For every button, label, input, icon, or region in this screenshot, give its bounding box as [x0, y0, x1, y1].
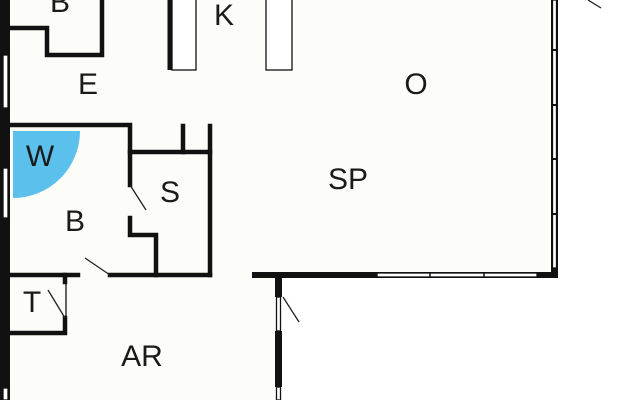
room-label-o: O: [404, 68, 427, 101]
window: [2, 167, 9, 219]
office-walls: [252, 0, 602, 400]
door[interactable]: [587, 0, 602, 9]
door[interactable]: [47, 289, 66, 319]
room-label-k: K: [214, 0, 234, 32]
door[interactable]: [129, 184, 147, 211]
room-label-b-bath: B: [65, 205, 85, 238]
room-label-e: E: [78, 68, 98, 101]
toilet-walls: [7, 272, 68, 336]
kitchen-counters: [167, 0, 293, 71]
room-label-t: T: [23, 286, 41, 319]
door[interactable]: [84, 257, 111, 276]
room-label-ar: AR: [121, 340, 163, 373]
room-label-sp: SP: [328, 163, 368, 196]
left-outer-wall: [0, 0, 10, 400]
window: [2, 387, 9, 400]
room-label-w: W: [26, 140, 55, 173]
washer-zone: [13, 131, 80, 198]
door[interactable]: [282, 296, 300, 323]
room-label-b-top: B: [50, 0, 70, 19]
room-label-s: S: [160, 176, 180, 209]
bathroom-walls: [7, 122, 213, 278]
window: [2, 54, 9, 109]
window: [551, 0, 558, 269]
closet-wall: [7, 0, 105, 58]
window: [376, 272, 538, 278]
room-labels: B K E O W S SP B T AR: [23, 0, 428, 373]
